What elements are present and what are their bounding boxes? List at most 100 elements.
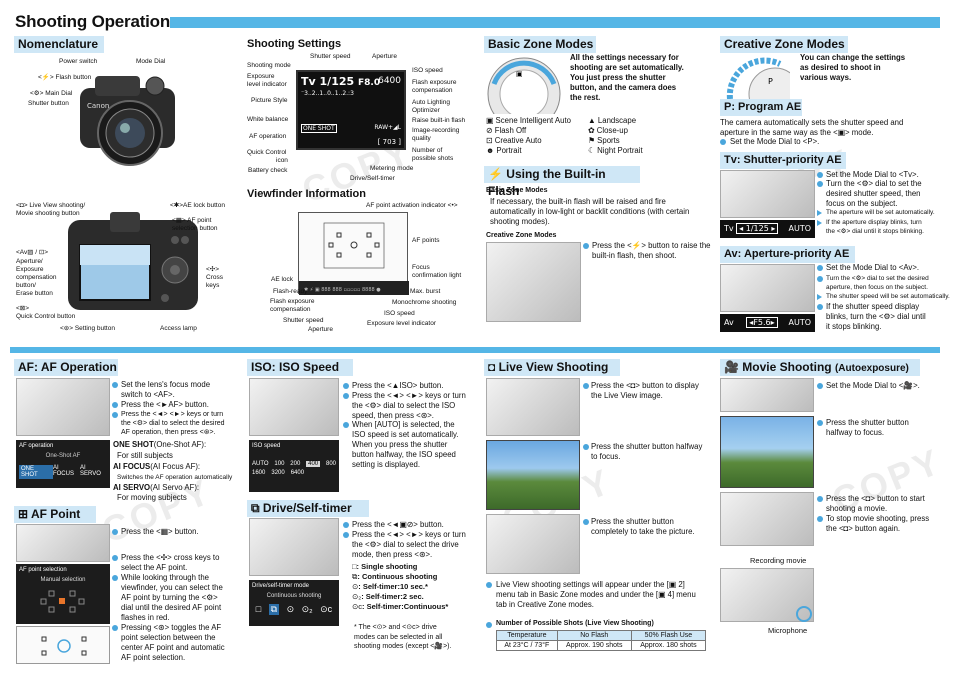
shooting-settings-lcd: Tv 1/125 F8.0 ⁻3..2..1..0..1..2.:3 6400 …	[296, 70, 406, 150]
one-shot-desc-2: For still subjects	[117, 451, 173, 460]
movie-b2b: halfway to focus.	[826, 428, 885, 437]
tv-dial-photo	[720, 170, 815, 218]
ss-white-balance: White balance	[247, 116, 289, 123]
label-aperture-btn-4: compensation	[16, 274, 57, 281]
vf-af-activation: AF point activation indicator <•>	[366, 202, 458, 209]
lcd-shutter: 1/125	[319, 75, 355, 88]
iso-b1: Press the <▲ISO> button.	[352, 381, 444, 390]
av-lcd-mode: Av	[724, 318, 734, 327]
label-aperture-btn: <Av▨ / ⊡>	[16, 249, 49, 256]
iso-opt-1600[interactable]: 1600	[252, 470, 266, 476]
drive-opt-continuous[interactable]: ⧉	[268, 604, 280, 615]
tv-b1: Set the Mode Dial to <Tv>.	[826, 170, 919, 179]
iso-opt-3200[interactable]: 3200	[271, 470, 285, 476]
vf-focus-confirm: Focus	[412, 264, 430, 271]
flash-basic-text-2: automatically in low-light or backlit co…	[490, 207, 690, 216]
ss-flash-exp: Flash exposure	[412, 79, 457, 86]
iso-screen-title: ISO speed	[252, 443, 281, 449]
bullet	[583, 243, 589, 249]
movie-button-photo	[720, 492, 814, 546]
bullet	[112, 575, 118, 581]
drive-opt-selfc[interactable]: ⊙c	[320, 604, 333, 614]
vf-flash-exp: Flash exposure	[270, 298, 315, 305]
af-b3a: Press the <◄> <►> keys or turn	[121, 411, 224, 418]
af-screen-opt-ai-focus[interactable]: AI FOCUS	[52, 465, 74, 477]
drive-header: ⧉ Drive/Self-timer	[247, 500, 369, 517]
af-point-title: AF Point	[30, 507, 81, 521]
movie-header: 🎥 Movie Shooting (Autoexposure)	[720, 359, 920, 376]
ss-iso: ISO speed	[412, 67, 443, 74]
camera-top-illustration: Canon	[75, 68, 185, 178]
tv-n2a: If the aperture display blinks, turn	[826, 219, 922, 226]
creative-zone-header: Creative Zone Modes	[720, 36, 848, 53]
drive-mode-self10: : Self-timer:10 sec.*	[358, 582, 428, 591]
af-b3b: the <⚙> dial to select the desired	[121, 420, 225, 427]
ss-quick-control: Quick Control	[247, 149, 287, 156]
label-live-view-2: Movie shooting button	[16, 210, 80, 217]
ai-servo-label: AI SERVO	[113, 483, 151, 492]
lv-b2b: to focus.	[591, 452, 621, 461]
tv-header: Tv: Shutter-priority AE	[720, 152, 846, 169]
flash-basic-text-3: shooting modes).	[490, 217, 550, 226]
label-af-point-selection: <▦> AF point	[172, 217, 212, 224]
title-bar	[170, 17, 940, 28]
bullet	[817, 172, 823, 178]
bullet	[112, 402, 118, 408]
af-operation-header: AF: AF Operation	[14, 359, 118, 376]
af-b1b: switch to <AF>.	[121, 390, 175, 399]
iso-opt-6400[interactable]: 6400	[290, 470, 305, 476]
flash-header: ⚡ Using the Built-in Flash	[484, 166, 640, 198]
movie-title-sub: (Autoexposure)	[834, 363, 909, 374]
iso-opt-800[interactable]: 800	[325, 461, 336, 467]
ss-alo-2: Optimizer	[412, 107, 440, 114]
label-flash-button: <⚡> Flash button	[38, 74, 92, 81]
lv-b1b: the Live View image.	[591, 391, 663, 400]
iso-opt-100[interactable]: 100	[274, 461, 285, 467]
live-view-camera-photo	[486, 378, 580, 436]
program-text-2: aperture in the same way as the <▣> mode…	[720, 128, 874, 137]
bullet	[112, 412, 118, 418]
af-screen-opt-one-shot[interactable]: ONE SHOT	[19, 465, 53, 479]
label-quick-control-2: Quick Control button	[16, 313, 76, 320]
af-screen-opt-ai-servo[interactable]: AI SERVO	[80, 465, 101, 477]
svg-text:✱ ⚡ ▣ 888 888 ▫▫▫▫▫ 8888 ●: ✱ ⚡ ▣ 888 888 ▫▫▫▫▫ 8888 ●	[304, 287, 381, 293]
af-point-viewfinder	[16, 626, 110, 664]
table-header-no-flash: No Flash	[556, 630, 632, 641]
one-shot-label: ONE SHOT	[113, 440, 154, 449]
bullet	[343, 393, 349, 399]
movie-icon: 🎥	[724, 360, 739, 374]
drive-b2c: mode, then press <⊛>.	[352, 550, 433, 559]
af-screen-sub: One-Shot AF	[45, 453, 81, 459]
movie-b3b: shooting a movie.	[826, 504, 888, 513]
vf-focus-confirm-2: confirmation light	[412, 272, 462, 279]
drive-mode-self2: : Self-timer:2 sec.	[361, 592, 424, 601]
af-operation-screen: AF operation One-Shot AF ONE SHOT AI FOC…	[16, 440, 110, 488]
drive-opt-self2[interactable]: ⊙₂	[301, 604, 313, 614]
label-setting-button: <⊛> Setting button	[60, 325, 115, 332]
note-triangle	[817, 210, 822, 216]
drive-screen-title: Drive/self-timer mode	[252, 583, 310, 589]
iso-opt-400[interactable]: 400	[306, 461, 321, 467]
drive-title: Drive/Self-timer	[262, 501, 352, 515]
av-b2a: Turn the <⚙> dial to set the desired	[826, 275, 929, 282]
ss-shutter-speed: Shutter speed	[310, 53, 351, 60]
bullet	[817, 181, 823, 187]
flash-icon: ⚡	[488, 167, 503, 181]
iso-b3b: ISO speed is set automatically.	[352, 430, 459, 439]
basic-intro-3: You just press the shutter	[570, 73, 666, 82]
ss-exposure: Exposure	[247, 73, 275, 80]
bullet	[343, 383, 349, 389]
av-b2b: aperture, then focus on the subject.	[826, 284, 928, 291]
label-ae-lock: <✱>AE lock button	[170, 202, 225, 209]
movie-dial-photo	[720, 378, 814, 412]
ss-af-operation: AF operation	[249, 133, 287, 140]
drive-mode-icon-continuous: ⧉	[352, 572, 358, 581]
drive-opt-self10[interactable]: ⊙	[286, 604, 295, 614]
drive-screen: Drive/self-timer mode Continuous shootin…	[249, 580, 339, 626]
iso-opt-200[interactable]: 200	[290, 461, 301, 467]
ss-shooting-mode: Shooting mode	[247, 62, 291, 69]
af-point-screen-sub: Manual selection	[40, 577, 86, 583]
drive-opt-single[interactable]: □	[255, 604, 262, 614]
bullet	[343, 422, 349, 428]
iso-opt-auto[interactable]: AUTO	[252, 461, 269, 467]
